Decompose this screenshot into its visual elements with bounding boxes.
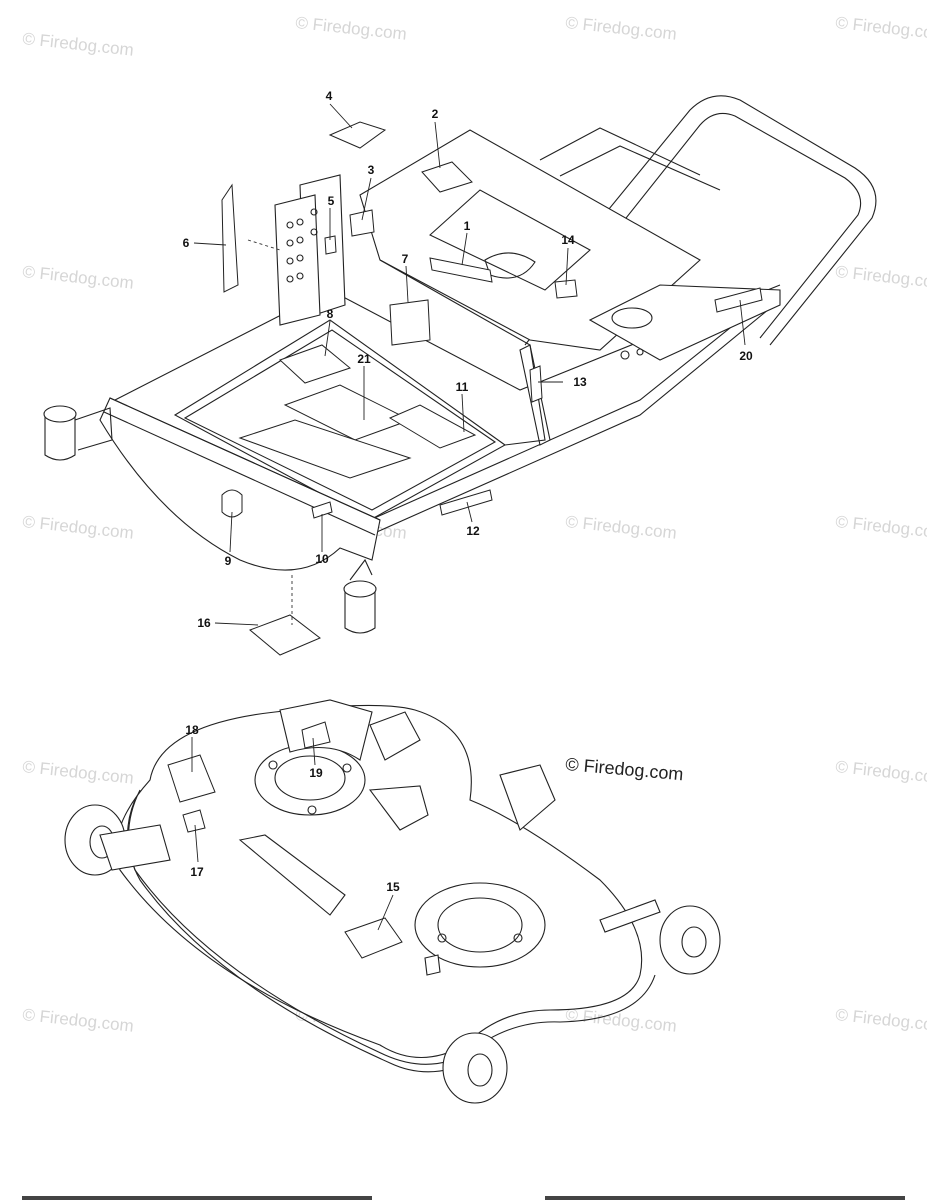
callout-9: 9 — [225, 554, 232, 568]
mower-deck-illustration — [64, 699, 721, 1104]
decal-4 — [328, 121, 387, 149]
callout-5: 5 — [328, 194, 335, 208]
decal-12 — [439, 489, 493, 516]
deck-leaders — [191, 737, 394, 931]
decal-10 — [311, 501, 333, 519]
watermark: © Firedog.com — [22, 262, 135, 293]
callout-18: 18 — [185, 723, 199, 737]
callout-labels: 4 2 3 5 1 14 6 7 8 21 20 13 11 12 9 10 1… — [183, 89, 753, 894]
deck-decals — [167, 721, 403, 959]
callout-16: 16 — [197, 616, 211, 630]
callout-15: 15 — [386, 880, 400, 894]
callout-12: 12 — [466, 524, 480, 538]
decal-16 — [249, 614, 321, 656]
decal-3 — [349, 209, 375, 237]
callout-21: 21 — [357, 352, 371, 366]
callout-11: 11 — [456, 380, 469, 394]
decal-13 — [529, 365, 543, 403]
decal-18 — [167, 754, 216, 803]
decal-7 — [389, 299, 431, 346]
watermark: © Firedog.com — [835, 13, 927, 44]
decal-1 — [429, 257, 493, 283]
callout-3: 3 — [368, 163, 375, 177]
callout-4: 4 — [326, 89, 333, 103]
decal-11 — [388, 404, 477, 449]
callout-6: 6 — [183, 236, 190, 250]
decal-9 — [221, 489, 243, 518]
decal-2 — [421, 161, 473, 193]
callout-17: 17 — [190, 865, 204, 879]
watermark: © Firedog.com — [835, 757, 927, 788]
decal-19 — [301, 721, 331, 749]
decal-15 — [344, 917, 403, 959]
callout-1: 1 — [464, 219, 471, 233]
decal-8 — [279, 344, 352, 384]
decal-5 — [324, 235, 337, 255]
decal-6 — [221, 183, 239, 293]
watermark: © Firedog.com — [835, 512, 927, 543]
callout-7: 7 — [402, 252, 409, 266]
callout-8: 8 — [327, 307, 334, 321]
watermark: © Firedog.com — [835, 262, 927, 293]
panel-holes — [286, 208, 318, 283]
callout-14: 14 — [561, 233, 575, 247]
watermark: © Firedog.com — [22, 512, 135, 543]
watermark: © Firedog.com — [295, 13, 408, 44]
callout-19: 19 — [309, 766, 323, 780]
frame-leaders — [193, 103, 746, 626]
watermark: © Firedog.com — [565, 13, 678, 44]
bottom-border — [22, 1196, 905, 1200]
watermark: © Firedog.com — [22, 757, 135, 788]
frame-decals — [221, 121, 763, 656]
watermark: © Firedog.com — [835, 1005, 927, 1036]
callout-13: 13 — [573, 375, 587, 389]
watermark: © Firedog.com — [22, 29, 135, 60]
decal-21b — [238, 419, 412, 479]
decal-17 — [182, 809, 206, 833]
watermark: © Firedog.com — [565, 512, 678, 543]
decal-14 — [554, 279, 578, 299]
callout-10: 10 — [315, 552, 329, 566]
callout-20: 20 — [739, 349, 753, 363]
decal-20 — [714, 287, 763, 313]
copyright-label: © Firedog.com — [565, 754, 685, 784]
watermark: © Firedog.com — [22, 1005, 135, 1036]
callout-2: 2 — [432, 107, 439, 121]
